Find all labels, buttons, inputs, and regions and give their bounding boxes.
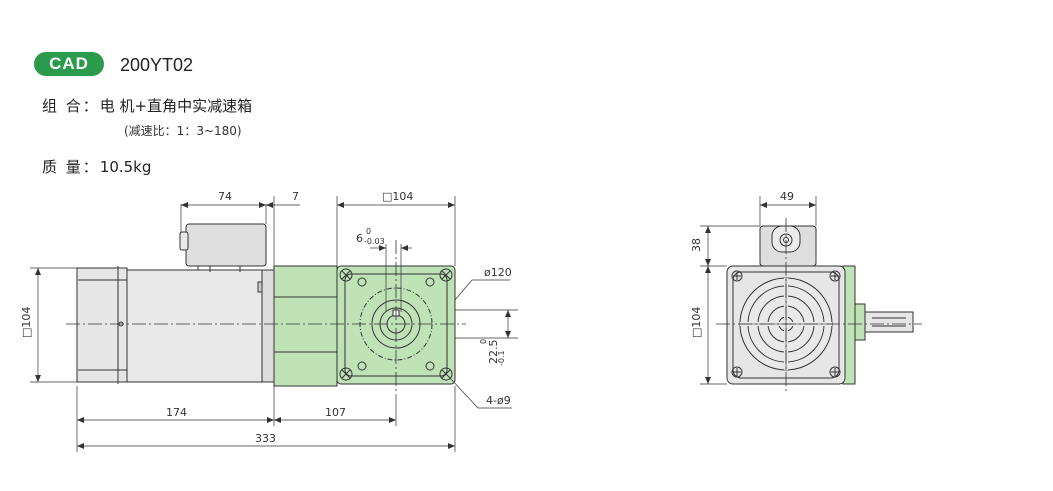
composition-label: 组 合： <box>42 97 100 115</box>
motor-body <box>76 266 275 384</box>
dim-motor-length: 174 <box>166 406 187 419</box>
dim-flange-square: □104 <box>382 190 413 203</box>
spec-header: CAD 200YT02 组 合：电 机+直角中实减速箱 (减速比：1：3~180… <box>0 0 1053 180</box>
terminal-box <box>179 223 267 272</box>
dim-end-body-square: □104 <box>690 307 703 338</box>
corner-screw-icon <box>731 270 841 378</box>
dim-end-terminal-height: 38 <box>690 238 703 252</box>
cad-badge[interactable]: CAD <box>34 52 104 76</box>
weight-value: 10.5kg <box>99 158 152 176</box>
side-view-labels: 74 7 □104 6 0 -0.03 ø120 □104 22.5 0 -0.… <box>20 190 512 445</box>
weight-label: 质 量： <box>42 158 100 176</box>
gearbox-body <box>273 265 456 387</box>
ratio-note: (减速比：1：3~180) <box>124 124 242 138</box>
dim-gearbox-length: 107 <box>325 406 346 419</box>
composition-value: 电 机+直角中实减速箱 <box>99 97 253 115</box>
dim-holes: 4-ø9 <box>486 394 511 407</box>
end-view-labels: 49 38 □104 <box>690 190 794 338</box>
model-number: 200YT02 <box>120 55 194 75</box>
dim-gap: 7 <box>292 190 299 203</box>
dim-terminal-width: 74 <box>218 190 232 203</box>
end-terminal-box <box>759 225 817 267</box>
output-shaft <box>864 311 914 333</box>
dim-motor-height: □104 <box>20 307 33 338</box>
weight-row: 质 量：10.5kg <box>42 157 151 177</box>
dim-keyway-tol-lower: -0.03 <box>364 237 385 246</box>
dim-shaft-height: 22.5 <box>487 340 500 365</box>
dim-pcd: ø120 <box>484 266 512 279</box>
dim-end-terminal-width: 49 <box>780 190 794 203</box>
dim-shaft-height-tol-upper: 0 <box>479 339 488 344</box>
dim-total-length: 333 <box>255 432 276 445</box>
side-view <box>30 196 518 452</box>
composition-row: 组 合：电 机+直角中实减速箱 <box>42 96 252 116</box>
dim-shaft-height-tol-lower: -0.1 <box>497 350 506 366</box>
dim-keyway-tol-upper: 0 <box>366 227 371 236</box>
end-view <box>700 196 922 394</box>
dim-keyway: 6 <box>356 232 363 245</box>
mounting-hole-icon <box>339 268 453 381</box>
